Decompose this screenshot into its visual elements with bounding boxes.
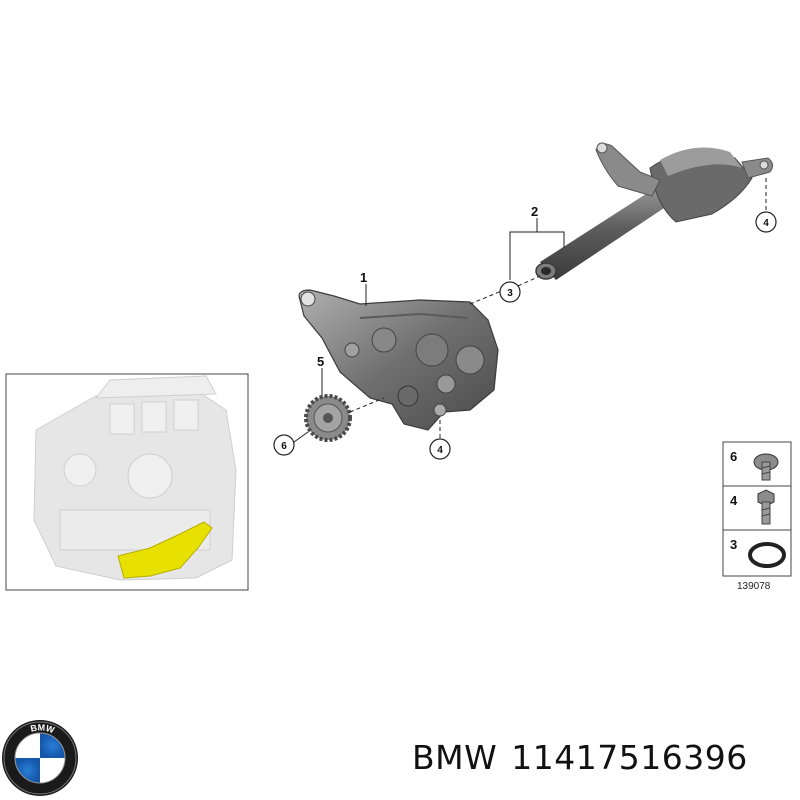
legend-num-6: 6: [730, 449, 737, 464]
callout-2: 2: [531, 204, 538, 219]
callout-1: 1: [360, 270, 367, 285]
legend-num-4: 4: [730, 493, 738, 508]
callout-3-circle: 3: [499, 281, 521, 303]
svg-text:4: 4: [437, 445, 443, 456]
pump-body: [298, 289, 499, 431]
oil-pump: [298, 289, 499, 431]
o-ring-icon: [748, 542, 786, 568]
footer-part-number: 11417516396: [511, 738, 748, 777]
legend-num-3: 3: [730, 537, 737, 552]
pickup-bracket-right: [741, 157, 774, 179]
diagram-id: 139078: [737, 581, 771, 592]
screw-icon: [753, 453, 779, 481]
oil-pickup-tube: [535, 142, 774, 280]
bolt-icon: [757, 489, 775, 525]
svg-text:4: 4: [763, 218, 769, 229]
pickup-strainer-top: [660, 147, 742, 176]
assembly-lines: [349, 178, 767, 438]
highlighted-oil-pump: [117, 521, 213, 579]
sprocket: [304, 394, 352, 442]
bmw-logo: BMW: [2, 720, 78, 796]
pickup-tube-body: [540, 185, 676, 280]
ghost-engine: [33, 375, 237, 581]
svg-text:3: 3: [507, 288, 513, 299]
callout-4-pump-circle: 4: [429, 438, 451, 460]
engine-locator-inset: [5, 373, 249, 591]
svg-text:BMW: BMW: [30, 722, 57, 735]
leader-lines: [293, 218, 565, 443]
svg-text:6: 6: [281, 441, 287, 452]
hardware-legend: 6 4 3 139078: [722, 441, 792, 592]
callout-4-top-circle: 4: [755, 211, 777, 233]
footer-part-label: BMW 11417516396: [412, 738, 762, 777]
callout-6-circle: 6: [273, 434, 295, 456]
callout-5: 5: [317, 354, 324, 369]
footer-brand: BMW: [412, 738, 498, 777]
